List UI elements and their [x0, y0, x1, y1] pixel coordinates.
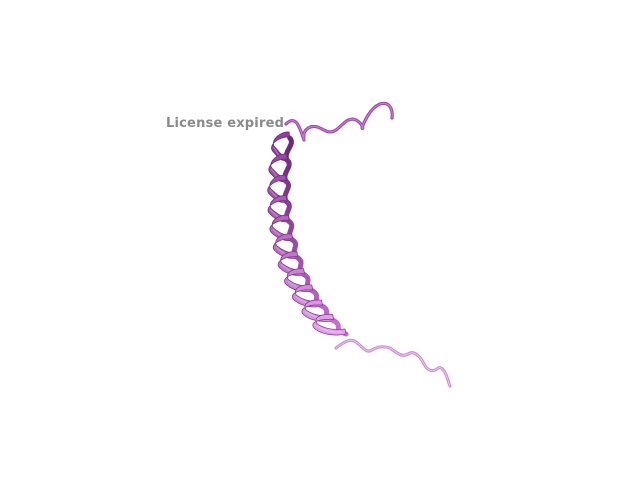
alpha-helix — [267, 131, 349, 337]
helix-turn-highlight — [316, 324, 342, 333]
n-terminal-coil — [284, 101, 394, 142]
c-terminal-coil — [334, 338, 452, 388]
helix-turn-front — [312, 313, 347, 336]
license-expired-watermark: License expired — [166, 116, 285, 131]
